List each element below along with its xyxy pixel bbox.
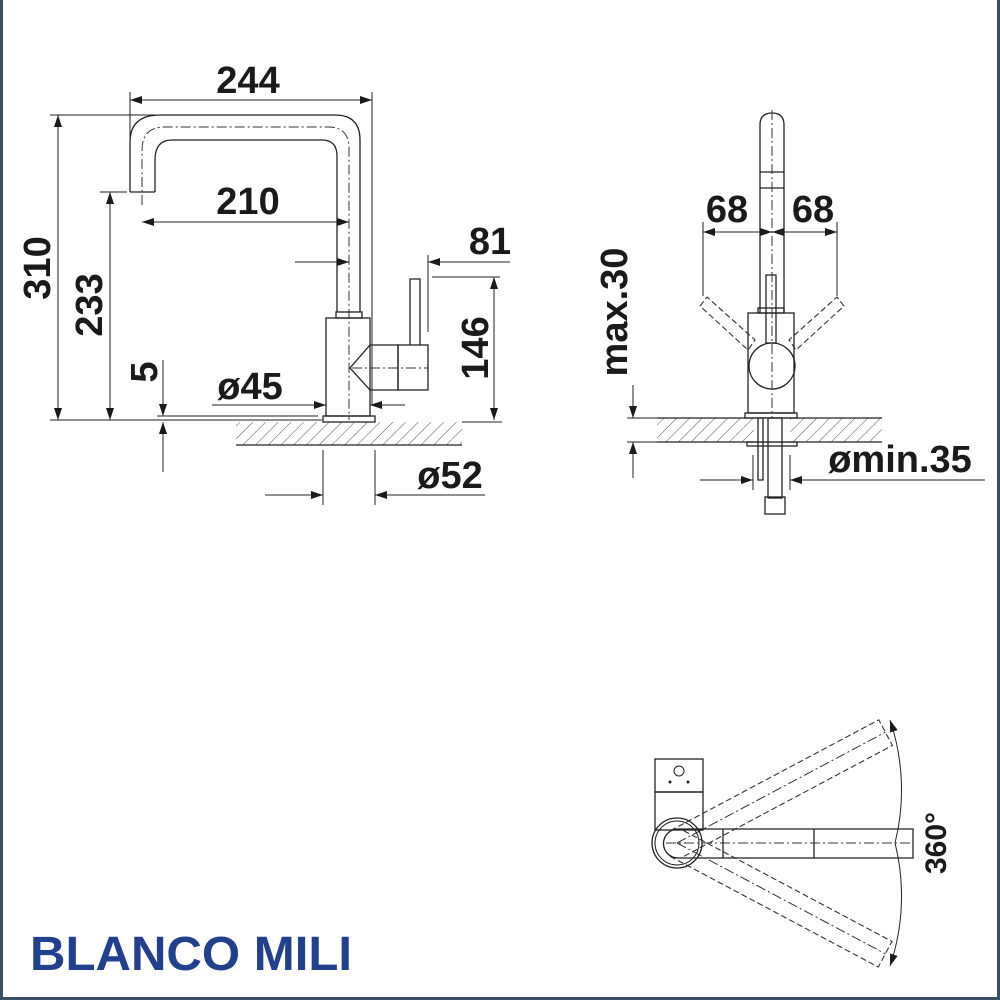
dim-5: 5	[124, 361, 166, 382]
dim-244: 244	[216, 60, 279, 102]
faucet-body	[747, 312, 795, 414]
dim-233: 233	[69, 273, 111, 336]
base-plate	[322, 415, 376, 423]
base-plate	[744, 412, 798, 419]
dim-360: 360°	[920, 812, 953, 874]
spout-top	[662, 828, 914, 859]
dim-81: 81	[469, 221, 511, 263]
product-title: BLANCO MILI	[30, 928, 352, 981]
dim-146: 146	[455, 316, 497, 379]
faucet-body	[325, 317, 371, 417]
dim-max30: max.30	[594, 248, 636, 377]
dim-68-left: 68	[706, 189, 748, 231]
handle-hub	[349, 344, 399, 391]
dim-68-right: 68	[792, 189, 834, 231]
spout	[129, 114, 361, 312]
dim-310: 310	[17, 236, 59, 299]
side-view: 244 210 310 233 5 ø45 81 146	[17, 60, 511, 505]
top-view: 360°	[651, 719, 953, 968]
front-view: 68 68 max.30 ømin.35	[594, 110, 985, 515]
dim-omin35: ømin.35	[828, 439, 972, 481]
dim-o45: ø45	[217, 366, 282, 408]
dim-210: 210	[216, 181, 279, 223]
lever	[409, 278, 421, 345]
lever	[765, 274, 777, 344]
dim-o52: ø52	[417, 455, 482, 497]
countertop-section	[236, 422, 462, 445]
hose-nut	[764, 496, 786, 515]
